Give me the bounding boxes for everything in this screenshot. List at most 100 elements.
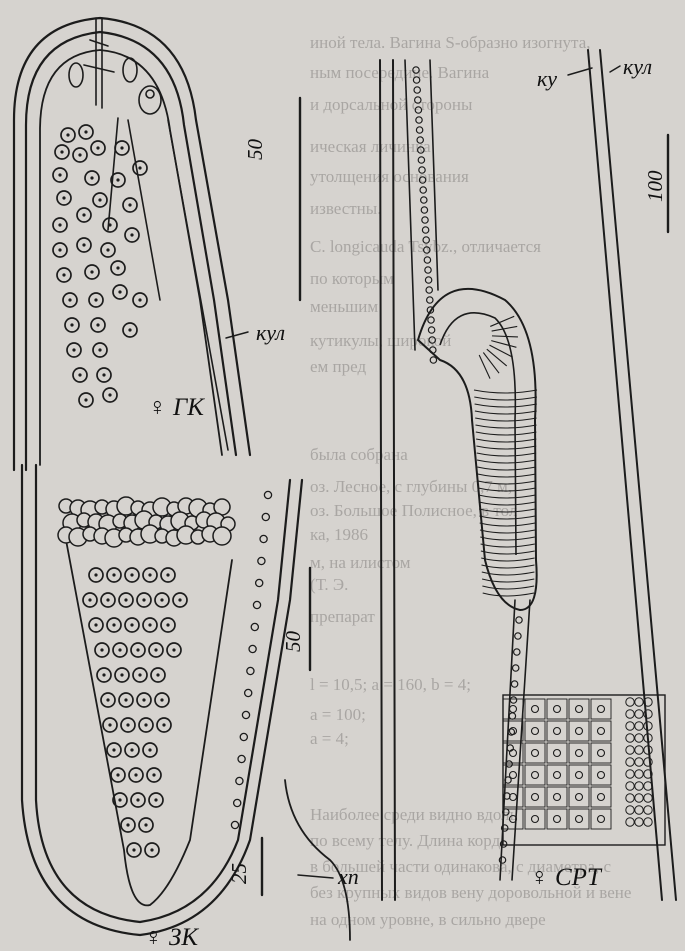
nucleolus: [88, 598, 91, 601]
vagina-ring: [481, 551, 535, 554]
chain-cell: [420, 187, 426, 193]
tissue-cell: [591, 765, 611, 785]
chain-cell: [422, 217, 428, 223]
tissue-cell: [525, 765, 545, 785]
tissue-granule: [626, 722, 634, 730]
vagina-ring: [487, 349, 507, 366]
background-text-line: известны.: [310, 199, 381, 218]
vagina-ring: [482, 586, 534, 589]
tissue-granule: [626, 758, 634, 766]
tissue-granule: [635, 806, 643, 814]
nucleolus: [154, 648, 157, 651]
chain-cell: [242, 711, 249, 718]
vagina-ring: [476, 446, 536, 449]
chain-cell: [236, 777, 243, 784]
chain-cell: [430, 357, 436, 363]
nucleolus: [138, 166, 141, 169]
nucleolus: [90, 270, 93, 273]
background-text-line: оз. Лесное, с глубины 0,7 м,: [310, 477, 512, 496]
background-text-line: ическая личинка: [310, 137, 431, 156]
tissue-nucleus: [598, 816, 605, 823]
nucleolus: [102, 373, 105, 376]
nucleolus: [82, 243, 85, 246]
nucleolus: [130, 233, 133, 236]
nucleolus: [156, 673, 159, 676]
chain-cell: [426, 287, 432, 293]
nucleolus: [100, 648, 103, 651]
nucleolus: [126, 723, 129, 726]
nucleolus: [128, 203, 131, 206]
chain-cell: [425, 277, 431, 283]
nucleolus: [116, 773, 119, 776]
chain-cell: [258, 557, 265, 564]
chain-cell: [428, 317, 434, 323]
chain-cell: [425, 267, 431, 273]
nucleolus: [144, 723, 147, 726]
zk-cell-chain: [231, 491, 271, 828]
tissue-nucleus: [554, 728, 561, 735]
vagina-ring: [476, 432, 537, 435]
gk-caption: ♀ ГК: [148, 394, 205, 421]
tissue-nucleus: [554, 706, 561, 713]
chain-cell: [515, 633, 521, 639]
nucleolus: [172, 648, 175, 651]
tissue-cell: [569, 787, 589, 807]
tissue-granule: [644, 806, 652, 814]
zk-label-hp: хп: [337, 864, 359, 889]
tissue-nucleus: [598, 728, 605, 735]
chain-cell: [256, 579, 263, 586]
tissue-nucleus: [554, 750, 561, 757]
gk-scale-label: 50: [243, 139, 267, 161]
chain-cell: [513, 665, 519, 671]
nucleolus: [112, 748, 115, 751]
nucleolus: [154, 798, 157, 801]
srt-label-kul: кул: [623, 54, 652, 79]
nucleolus: [138, 298, 141, 301]
vagina-ring: [481, 558, 534, 561]
tissue-nucleus: [510, 706, 517, 713]
chain-cell: [427, 297, 433, 303]
nucleolus: [152, 773, 155, 776]
tissue-nucleus: [554, 816, 561, 823]
tissue-nucleus: [576, 706, 583, 713]
gk-head-sensory-organs: [69, 58, 228, 450]
tissue-granule: [635, 710, 643, 718]
chain-cell: [511, 681, 517, 687]
nucleolus: [128, 328, 131, 331]
vagina-ring: [482, 579, 534, 582]
tissue-nucleus: [576, 772, 583, 779]
chain-cell: [418, 157, 424, 163]
nucleolus: [118, 290, 121, 293]
nucleolus: [166, 623, 169, 626]
chain-cell: [264, 491, 271, 498]
nucleolus: [130, 573, 133, 576]
tissue-granule: [644, 818, 652, 826]
nucleolus: [108, 393, 111, 396]
vagina-ring: [476, 439, 536, 442]
background-text-line: по всему телу. Длина корд: [310, 831, 501, 850]
nucleolus: [62, 273, 65, 276]
zk-scale-label: 50: [281, 631, 305, 653]
tissue-granule: [626, 746, 634, 754]
nucleolus: [142, 698, 145, 701]
tissue-nucleus: [576, 794, 583, 801]
nucleolus: [150, 848, 153, 851]
tissue-granule: [626, 734, 634, 742]
nucleolus: [138, 673, 141, 676]
nucleolus: [112, 573, 115, 576]
background-text-line: утолщения основания: [310, 167, 469, 186]
tissue-granule: [635, 770, 643, 778]
srt-cell-chain: [413, 67, 522, 863]
tissue-cell: [591, 699, 611, 719]
nucleolus: [120, 146, 123, 149]
tissue-nucleus: [554, 794, 561, 801]
vagina-ring: [477, 467, 536, 470]
vagina-ring: [477, 460, 536, 463]
srt-caption: ♀ СРТ: [530, 864, 603, 891]
tissue-cell: [591, 721, 611, 741]
nucleolus: [148, 573, 151, 576]
tissue-cell: [569, 721, 589, 741]
nucleolus: [124, 598, 127, 601]
tissue-granule: [635, 734, 643, 742]
nucleolus: [112, 623, 115, 626]
